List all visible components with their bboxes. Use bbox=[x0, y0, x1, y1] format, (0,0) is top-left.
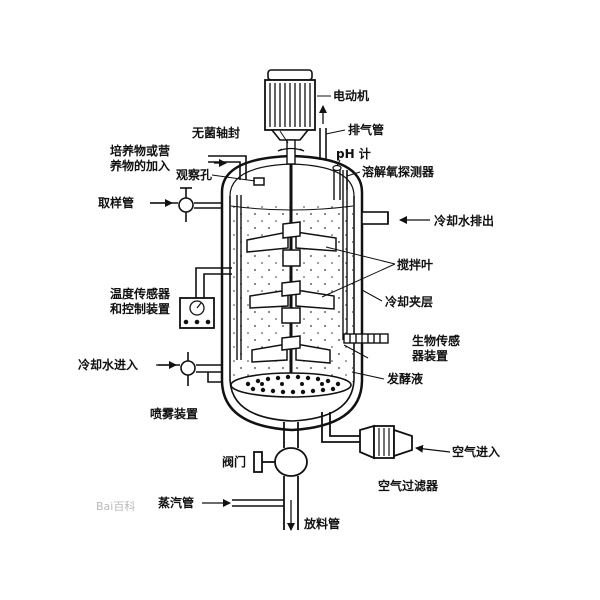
label-discharge: 放料管 bbox=[303, 516, 340, 531]
sparger-plate bbox=[230, 372, 352, 398]
flow-arrows bbox=[150, 105, 451, 531]
diagram-labels: 电动机 无菌轴封 排气管 pH 计 培养物或营 养物的加入 观察孔 溶解氧探测器… bbox=[78, 88, 500, 531]
label-motor: 电动机 bbox=[333, 88, 369, 103]
feed-inlet-pipe bbox=[208, 155, 247, 180]
inner-tubes bbox=[236, 170, 348, 360]
label-ph-meter: pH 计 bbox=[336, 146, 371, 161]
motor-unit bbox=[264, 69, 316, 141]
label-shaft-seal: 无菌轴封 bbox=[191, 125, 240, 140]
label-bio-line2: 器装置 bbox=[411, 348, 448, 363]
biosensor-probe bbox=[343, 333, 389, 344]
label-air-filter: 空气过滤器 bbox=[378, 478, 439, 493]
label-exhaust: 排气管 bbox=[348, 122, 384, 137]
label-bio-line1: 生物传感 bbox=[412, 333, 460, 348]
label-temp-line1: 温度传感器 bbox=[110, 286, 171, 301]
label-steam: 蒸汽管 bbox=[158, 495, 194, 510]
bottom-outlet bbox=[232, 422, 308, 530]
label-view-port: 观察孔 bbox=[176, 167, 212, 182]
leader-lines bbox=[211, 95, 396, 380]
top-probes bbox=[332, 164, 348, 200]
label-feed-line1: 培养物或营 bbox=[110, 143, 170, 158]
label-jacket: 冷却夹层 bbox=[385, 294, 433, 309]
label-sparger: 喷雾装置 bbox=[150, 406, 198, 421]
coolant-in-pipe bbox=[158, 352, 222, 386]
view-port bbox=[253, 177, 265, 186]
label-coolant-in: 冷却水进入 bbox=[78, 357, 138, 372]
label-coolant-out: 冷却水排出 bbox=[434, 213, 494, 228]
air-inlet-line bbox=[321, 412, 413, 460]
label-feed-line2: 养物的加入 bbox=[109, 158, 170, 173]
label-sampling: 取样管 bbox=[98, 195, 134, 210]
label-temp-line2: 和控制装置 bbox=[109, 301, 170, 316]
label-valve: 阀门 bbox=[222, 454, 246, 469]
label-air-in: 空气进入 bbox=[452, 444, 500, 459]
label-impeller: 搅拌叶 bbox=[397, 257, 433, 272]
label-broth: 发酵液 bbox=[386, 371, 423, 386]
temperature-controller bbox=[179, 267, 232, 329]
sampling-tube bbox=[150, 187, 222, 222]
coolant-out-pipe bbox=[361, 211, 389, 225]
watermark-logo: Bai百科 bbox=[96, 499, 135, 513]
impeller-blades bbox=[246, 221, 337, 364]
label-do-probe: 溶解氧探测器 bbox=[362, 164, 435, 179]
exhaust-pipe bbox=[319, 128, 327, 160]
